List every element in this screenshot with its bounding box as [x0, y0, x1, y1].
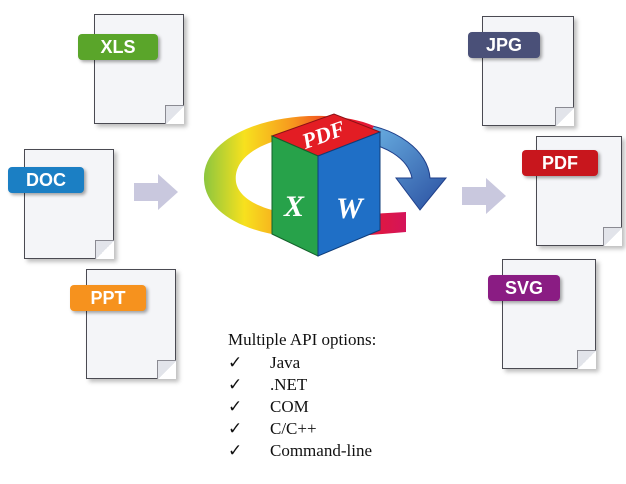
- api-options-list: ✓ Java ✓ .NET ✓ COM ✓ C/C++ ✓ Command-line: [228, 352, 376, 462]
- input-doc-xls: XLS: [78, 10, 188, 130]
- output-doc-jpg: JPG: [468, 12, 583, 132]
- output-doc-svg: SVG: [488, 255, 603, 375]
- api-option-label: C/C++: [270, 419, 317, 438]
- document-page: [94, 14, 184, 124]
- cube-icon: PDF X W: [270, 113, 382, 257]
- list-item: ✓ C/C++: [228, 418, 376, 440]
- format-badge-xls: XLS: [78, 34, 158, 60]
- api-option-label: Command-line: [270, 441, 372, 460]
- api-option-label: .NET: [270, 375, 308, 394]
- list-item: ✓ Java: [228, 352, 376, 374]
- conversion-logo: PDF X W: [203, 113, 448, 257]
- api-option-label: COM: [270, 397, 309, 416]
- api-options-title: Multiple API options:: [228, 330, 377, 349]
- api-options: Multiple API options: ✓ Java ✓ .NET ✓ COM ✓…: [228, 330, 376, 462]
- format-badge-jpg: JPG: [468, 32, 540, 58]
- input-doc-doc: DOC: [8, 145, 118, 265]
- rainbow-ring: [203, 115, 406, 239]
- cube-left-text: X: [283, 190, 305, 223]
- format-badge-pdf: PDF: [522, 150, 598, 176]
- list-item: ✓ COM: [228, 396, 376, 418]
- check-icon: ✓: [228, 397, 243, 416]
- format-badge-ppt: PPT: [70, 285, 146, 311]
- list-item: ✓ Command-line: [228, 440, 376, 462]
- check-icon: ✓: [228, 419, 243, 438]
- check-icon: ✓: [228, 353, 243, 372]
- input-arrow-icon: [134, 174, 178, 210]
- output-arrow-icon: [462, 178, 506, 214]
- input-doc-ppt: PPT: [70, 265, 180, 385]
- check-icon: ✓: [228, 375, 243, 394]
- format-badge-doc: DOC: [8, 167, 84, 193]
- check-icon: ✓: [228, 441, 243, 460]
- document-page: [24, 149, 114, 259]
- list-item: ✓ .NET: [228, 374, 376, 396]
- api-option-label: Java: [270, 353, 301, 372]
- output-doc-pdf: PDF: [522, 132, 626, 252]
- format-badge-svg: SVG: [488, 275, 560, 301]
- cube-right-text: W: [336, 192, 365, 225]
